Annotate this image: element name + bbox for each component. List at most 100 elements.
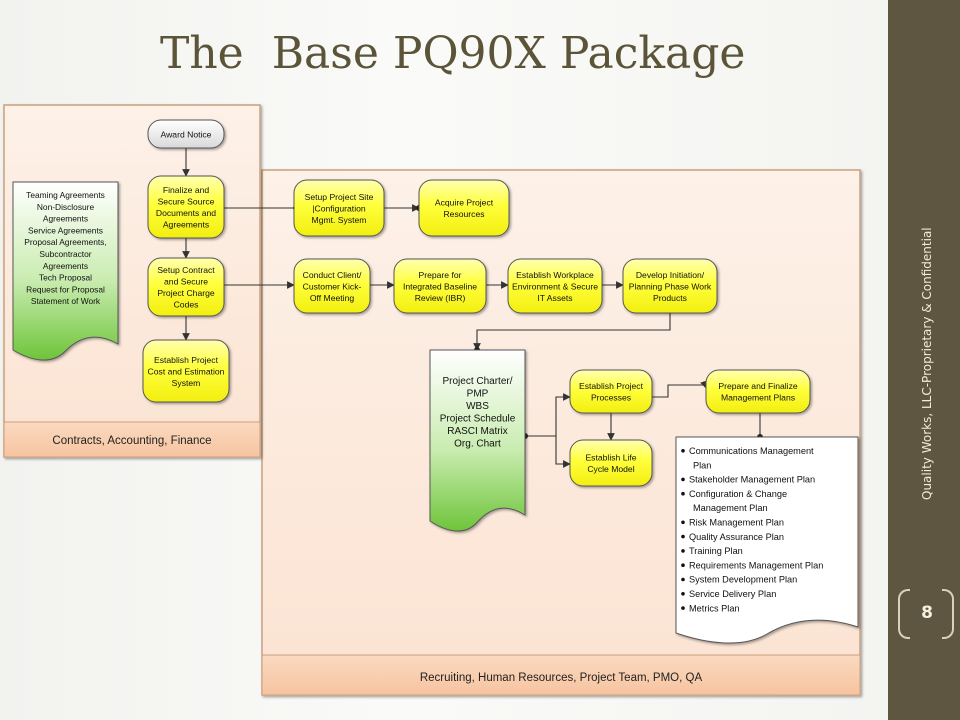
node-label-line: Customer Kick- <box>303 281 362 291</box>
node-label-line: Mgmt. System <box>312 215 367 225</box>
page-number-bracket-left <box>898 589 910 639</box>
node-box <box>147 119 225 149</box>
bullet-icon <box>681 563 685 567</box>
node-box <box>142 339 230 403</box>
node-label-line: Codes <box>174 300 199 310</box>
page-number: 8 <box>921 603 933 623</box>
node-label-line: Review (IBR) <box>415 293 466 303</box>
node-label-line: Prepare and Finalize <box>718 381 798 391</box>
document-text-line: WBS <box>466 401 489 412</box>
bullet-icon <box>681 549 685 553</box>
document-text-line: Project Schedule <box>440 414 516 425</box>
node-label-line: Conduct Client/ <box>303 270 362 280</box>
node-label-line: Resources <box>443 209 484 219</box>
bullet-icon <box>681 449 685 453</box>
node-label-line: Prepare for <box>419 270 462 280</box>
confidentiality-note: Quality Works, LLC-Proprietary & Confide… <box>920 227 934 500</box>
plan-item-text: Quality Assurance Plan <box>689 532 784 542</box>
node-label-line: Products <box>653 293 687 303</box>
node-box <box>293 179 385 237</box>
bullet-icon <box>681 520 685 525</box>
edge-initiation-to-charter <box>473 312 671 351</box>
lane-recruiting-label: Recruiting, Human Resources, Project Tea… <box>420 672 703 684</box>
node-label-line: Cycle Model <box>587 464 634 474</box>
plan-item-text: Service Delivery Plan <box>689 589 776 599</box>
node-label-line: Establish Workplace <box>516 270 594 280</box>
plan-item-text: Configuration & Change <box>689 489 787 499</box>
bullet-icon <box>681 534 685 539</box>
document-text-line: Proposal Agreements, <box>24 237 106 247</box>
node-box <box>147 257 225 317</box>
node-label-line: Documents and <box>156 208 216 218</box>
node-box <box>418 179 510 237</box>
document-text-line: Org. Chart <box>454 439 501 450</box>
node-label-line: System <box>172 378 201 388</box>
bullet-icon <box>681 577 685 582</box>
node-label-line: |Configuration <box>312 203 366 213</box>
node-label-line: and Secure <box>164 277 208 287</box>
node-label-line: Secure Source <box>158 197 215 207</box>
right-sidebar <box>888 0 960 720</box>
document-text-line: Agreements <box>43 261 88 271</box>
node-box <box>293 258 371 314</box>
node-box <box>507 258 603 314</box>
edge-processes-to-plans <box>652 380 708 398</box>
node-label-line: Setup Project Site <box>305 192 374 202</box>
node-label-line: Establish Project <box>579 381 644 391</box>
document-text-line: Non-Disclosure <box>37 202 95 212</box>
document-shape <box>12 181 119 361</box>
plan-item-text: System Development Plan <box>689 575 797 585</box>
documents: Teaming AgreementsNon-DisclosureAgreemen… <box>12 181 859 644</box>
lane-contracts-label: Contracts, Accounting, Finance <box>52 435 211 447</box>
plan-item-text: Communications Management <box>689 446 814 456</box>
node-label-line: Environment & Secure <box>512 281 598 291</box>
node-label-line: IT Assets <box>537 293 572 303</box>
document-shape <box>429 349 526 532</box>
node-label-line: Agreements <box>163 220 209 230</box>
document-text-line: PMP <box>467 389 489 400</box>
edge-charter-to-processes <box>525 393 571 437</box>
node-label-line: Setup Contract <box>157 265 215 275</box>
node-label-line: Integrated Baseline <box>403 281 477 291</box>
node-box <box>569 369 653 414</box>
node-conduct-kickoff: Conduct Client/Customer Kick- Off Meeting <box>293 258 371 314</box>
bullet-icon <box>681 606 685 610</box>
node-develop-initiation: Develop Initiation/Planning Phase WorkPr… <box>622 258 718 314</box>
plan-item-text: Stakeholder Management Plan <box>689 475 815 485</box>
plan-item-text: Management Plan <box>693 503 768 513</box>
node-label-line: Develop Initiation/ <box>636 270 705 280</box>
node-box <box>705 369 811 414</box>
node-box <box>569 439 653 487</box>
bullet-icon <box>681 491 685 496</box>
node-label-line: Establish Project <box>154 355 219 365</box>
document-text-line: Request for Proposal <box>26 284 105 294</box>
doc-teaming-doc: Teaming AgreementsNon-DisclosureAgreemen… <box>12 181 119 361</box>
doc-plans-doc: Communications ManagementPlanStakeholder… <box>675 436 859 644</box>
node-label-line: Establish Life <box>585 453 636 463</box>
document-shape <box>675 436 859 644</box>
node-label-line: Award Notice <box>161 129 212 139</box>
page-number-bracket-right <box>942 589 954 639</box>
document-text-line: Tech Proposal <box>39 273 92 283</box>
node-label-line: Off Meeting <box>310 293 354 303</box>
document-text-line: Subcontractor <box>39 249 91 259</box>
node-label-line: Cost and Estimation <box>148 366 225 376</box>
document-text-line: Teaming Agreements <box>26 190 105 200</box>
node-label-line: Planning Phase Work <box>629 281 712 291</box>
bullet-icon <box>681 592 685 596</box>
plan-item-text: Training Plan <box>689 546 743 556</box>
node-box <box>147 175 225 239</box>
node-label-line: Finalize and <box>163 185 210 195</box>
document-text-line: RASCI Matrix <box>447 426 508 437</box>
document-text-line: Service Agreements <box>28 225 103 235</box>
